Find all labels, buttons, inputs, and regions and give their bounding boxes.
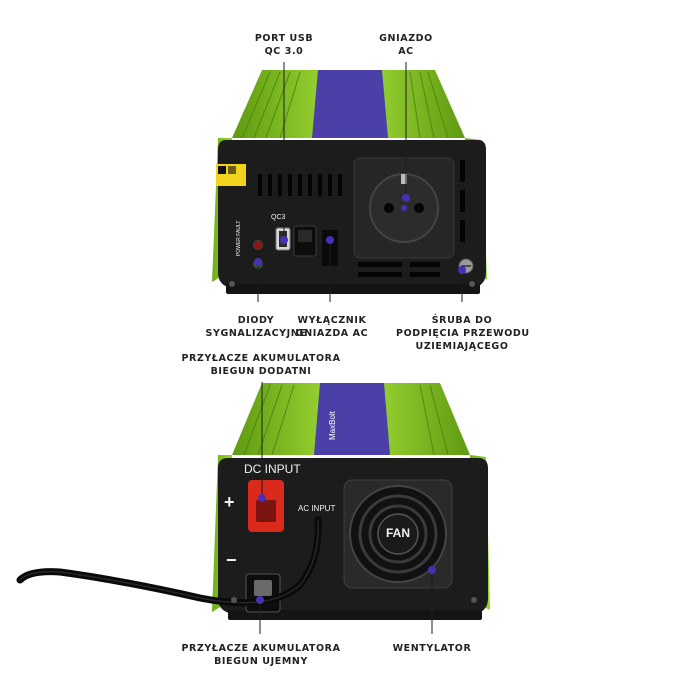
callout-fan: WENTYLATOR bbox=[386, 642, 478, 655]
callout-fan-line1: WENTYLATOR bbox=[392, 643, 472, 654]
callout-usb-port-line1: PORT USB bbox=[254, 33, 314, 44]
callout-negative-line2: BIEGUN UJEMNY bbox=[214, 656, 308, 667]
panel-plus-sign: + bbox=[224, 492, 235, 512]
panel-minus-sign: − bbox=[226, 550, 237, 570]
panel-ac-input-label: AC INPUT bbox=[298, 504, 336, 513]
panel-dc-input-label: DC INPUT bbox=[244, 462, 301, 476]
callout-positive-line2: BIEGUN DODATNI bbox=[210, 366, 312, 377]
callout-negative-terminal: PRZYŁACZE AKUMULATORA BIEGUN UJEMNY bbox=[176, 642, 346, 668]
callout-markers-bottom bbox=[256, 494, 436, 604]
callout-positive-line1: PRZYŁACZE AKUMULATORA bbox=[181, 353, 341, 364]
callout-ground-screw-line1: ŚRUBA DO bbox=[431, 315, 493, 326]
callout-leaders-top bbox=[257, 62, 463, 302]
callout-leaders-bottom bbox=[259, 382, 433, 634]
callout-ground-screw-line2: PODPIĘCIA PRZEWODU bbox=[396, 328, 530, 339]
callout-diodes-line1: DIODY bbox=[237, 315, 275, 326]
callout-ac-socket: GNIAZDO AC bbox=[376, 32, 436, 58]
fan-hub bbox=[377, 513, 419, 555]
callout-positive-terminal: PRZYŁACZE AKUMULATORA BIEGUN DODATNI bbox=[176, 352, 346, 378]
callout-ground-screw: ŚRUBA DO PODPIĘCIA PRZEWODU UZIEMIAJĄCEG… bbox=[396, 314, 530, 353]
vents-bottom bbox=[358, 262, 440, 277]
panel-led-label: POWER FAULT bbox=[236, 220, 242, 256]
callout-ground-screw-line3: UZIEMIAJĄCEGO bbox=[415, 341, 509, 352]
callout-switch-line2: GNIAZDA AC bbox=[295, 328, 369, 339]
callout-markers-top bbox=[254, 194, 466, 274]
brand-logo: MaxBolt bbox=[328, 411, 337, 440]
callout-diodes: DIODY SYGNALIZACYJNE bbox=[196, 314, 316, 340]
vents-right bbox=[460, 160, 465, 242]
rear-housing-stripe bbox=[314, 383, 390, 455]
panel-usb-label: QC3 bbox=[271, 214, 286, 221]
cooling-fins bbox=[241, 71, 449, 139]
callout-usb-port-line2: QC 3.0 bbox=[264, 46, 304, 57]
panel-fan-label: FAN bbox=[386, 526, 410, 540]
callout-switch-line1: WYŁĄCZNIK bbox=[297, 315, 367, 326]
callout-usb-port: PORT USB QC 3.0 bbox=[244, 32, 324, 58]
callout-switch: WYŁĄCZNIK GNIAZDA AC bbox=[282, 314, 382, 340]
callout-negative-line1: PRZYŁACZE AKUMULATORA bbox=[181, 643, 341, 654]
led-red bbox=[253, 240, 263, 250]
panel-foot bbox=[226, 284, 480, 294]
callout-ac-socket-line1: GNIAZDO bbox=[379, 33, 433, 44]
housing-stripe bbox=[312, 70, 388, 138]
callout-diodes-line2: SYGNALIZACYJNE bbox=[205, 328, 307, 339]
vents-top bbox=[258, 174, 342, 196]
callout-ac-socket-line2: AC bbox=[398, 46, 414, 57]
